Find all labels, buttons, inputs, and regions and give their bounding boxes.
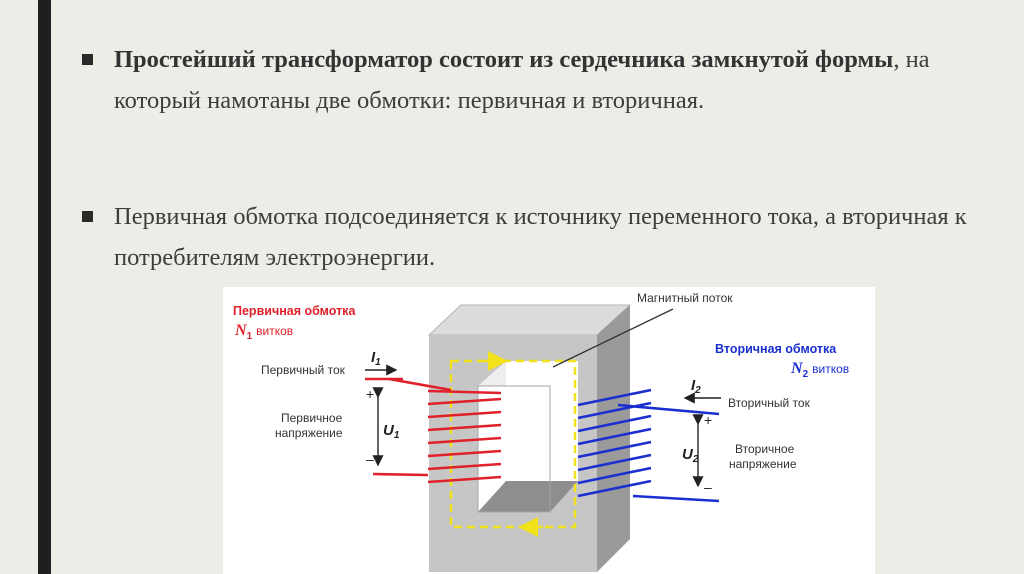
magnetic-flux-label: Магнитный поток	[637, 291, 733, 305]
bullet-1-rest: , на который намотаны две обмотки: перви…	[114, 46, 930, 114]
primary-turns-symbol: N	[234, 322, 248, 339]
bullet-item-2: Первичная обмотка подсоединяется к источ…	[82, 196, 982, 278]
primary-current-symbol: I1	[371, 349, 381, 368]
primary-voltage-line1: Первичное	[281, 411, 343, 425]
secondary-plus: +	[704, 412, 712, 428]
secondary-voltage-line1: Вторичное	[735, 442, 795, 456]
bullet-2-rest: Первичная обмотка подсоединяется к источ…	[114, 203, 967, 271]
bullet-square-icon	[82, 211, 93, 222]
bullet-text-1: Простейший трансформатор состоит из серд…	[114, 39, 982, 121]
secondary-voltage-line2: напряжение	[729, 457, 797, 471]
bullet-1-bold: Простейший трансформатор состоит из серд…	[114, 46, 894, 73]
secondary-turns-sub: 2	[803, 369, 809, 380]
secondary-winding	[577, 388, 720, 503]
primary-winding-title: Первичная обмотка	[233, 304, 356, 318]
primary-voltage-symbol: U1	[383, 422, 400, 441]
core-window-inner-bottom	[478, 481, 578, 512]
primary-current-label: Первичный ток	[261, 363, 346, 377]
core-top-face	[427, 304, 632, 336]
primary-turns-word: витков	[256, 324, 293, 338]
bullet-text-2: Первичная обмотка подсоединяется к источ…	[114, 196, 982, 278]
primary-minus: –	[366, 451, 374, 467]
primary-plus: +	[366, 386, 374, 402]
primary-voltage-line2: напряжение	[275, 426, 343, 440]
primary-turns-sub: 1	[247, 331, 253, 342]
secondary-current-symbol: I2	[691, 377, 701, 396]
flux-leader-line	[552, 308, 674, 368]
slide-left-bar	[38, 0, 51, 574]
core-side-face	[597, 305, 630, 572]
secondary-turns-word: витков	[812, 362, 849, 376]
secondary-minus: –	[704, 479, 712, 495]
secondary-current-label: Вторичный ток	[728, 396, 811, 410]
secondary-turns-symbol: N	[790, 360, 804, 377]
secondary-winding-title: Вторичная обмотка	[715, 342, 837, 356]
primary-winding	[372, 377, 502, 484]
bullet-item-1: Простейший трансформатор состоит из серд…	[82, 39, 982, 121]
flux-path	[449, 359, 577, 529]
bullet-square-icon	[82, 54, 93, 65]
secondary-voltage-symbol: U2	[682, 446, 699, 465]
